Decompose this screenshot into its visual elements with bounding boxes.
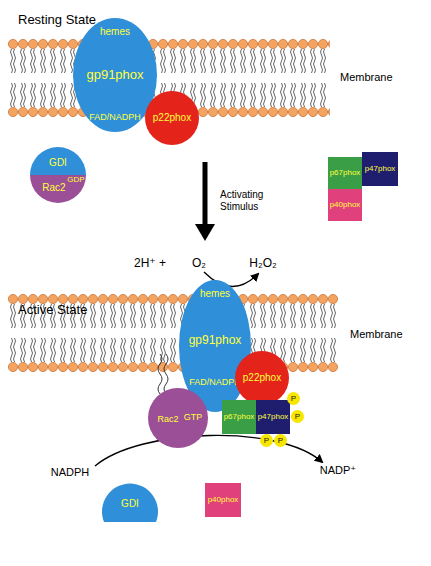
annotation-label: O₂: [192, 257, 206, 271]
protein-name: p22phox: [243, 373, 281, 383]
protein-name: gp91phox: [86, 68, 143, 81]
shape-outline: [148, 388, 208, 448]
protein-name: hemes: [100, 27, 130, 37]
protein-shape: p22phox: [145, 91, 199, 145]
protein-shape: p67phox: [222, 400, 256, 434]
protein-name: p40phox: [208, 496, 239, 504]
annotation-label: NADP⁺: [320, 464, 356, 477]
annotation-label: Active State: [18, 303, 87, 318]
shape-outline: [222, 400, 256, 434]
protein-shape: Rac2GDP: [30, 175, 86, 203]
shape-outline: [274, 434, 287, 447]
lipid-anchor: [158, 354, 168, 394]
arrow-head: [195, 224, 215, 241]
protein-name: p22phox: [153, 113, 191, 123]
protein-shape: GDI: [102, 478, 158, 524]
shape-outline: [256, 400, 290, 434]
protein-shape: p67phox: [328, 157, 362, 189]
protein-name: p40phox: [330, 201, 361, 209]
shape-outline: [73, 18, 157, 132]
protein-name: p67phox: [224, 413, 255, 421]
shape-outline: [145, 91, 199, 145]
annotation-label: Activating Stimulus: [220, 189, 282, 212]
shape-outline: [30, 175, 86, 203]
protein-name: FAD/NADPH: [89, 113, 141, 122]
protein-name: GDI: [49, 158, 67, 168]
shape-outline: [260, 434, 273, 447]
protein-name: P: [264, 437, 269, 445]
protein-shape: p40phox: [328, 189, 362, 221]
shape-outline: [291, 410, 304, 423]
shape-outline: [205, 483, 241, 517]
protein-shape: p47phox: [256, 400, 290, 434]
shape-outline: [328, 189, 362, 221]
membrane-bilayer: [8, 293, 338, 373]
annotation-label: Membrane: [350, 328, 403, 341]
protein-shape: GDI: [30, 147, 86, 175]
protein-name: P: [291, 395, 296, 403]
protein-name: gp91phox: [189, 334, 242, 346]
shape-outline: [362, 152, 398, 186]
protein-name: hemes: [200, 289, 230, 299]
shape-outline: [235, 351, 289, 405]
protein-name: FAD/NADPH: [189, 378, 241, 387]
protein-shape: p47phox: [362, 152, 398, 186]
protein-name: Rac2: [157, 415, 178, 424]
protein-name: P: [278, 437, 283, 445]
protein-name: Rac2: [42, 183, 65, 193]
protein-name: GDI: [121, 499, 139, 509]
protein-name: p67phox: [330, 169, 361, 177]
annotation-label: 2H⁺ +: [134, 257, 166, 271]
protein-shape: P: [260, 434, 273, 447]
protein-shape: P: [274, 434, 287, 447]
protein-shape: P: [291, 410, 304, 423]
activation-arrow: [203, 162, 208, 226]
protein-shape: p40phox: [205, 483, 241, 517]
protein-shape: p22phox: [235, 351, 289, 405]
protein-name: p47phox: [258, 413, 289, 421]
protein-shape: Rac2 GTP: [148, 388, 208, 448]
annotation-label: H₂O₂: [249, 257, 276, 271]
protein-shape: hemes gp91phoxFAD/NADPH: [73, 18, 157, 132]
annotation-label: NADPH: [51, 466, 90, 479]
annotation-label: Membrane: [340, 71, 393, 84]
protein-name: GTP: [184, 413, 203, 422]
shape-outline: [287, 392, 300, 405]
shape-outline: [30, 147, 86, 175]
protein-name: P: [295, 413, 300, 421]
reaction-arrow: [95, 435, 322, 466]
annotation-label: Resting State: [18, 13, 96, 28]
lipid-layer: [8, 293, 338, 373]
protein-name: p47phox: [365, 165, 396, 173]
shape-outline: [328, 157, 362, 189]
protein-shape: P: [287, 392, 300, 405]
shape-outline: [102, 484, 158, 522]
protein-name: GDP: [67, 176, 84, 184]
